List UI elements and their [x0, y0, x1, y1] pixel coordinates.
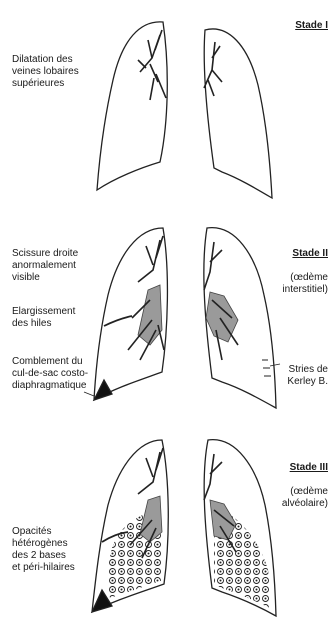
stage3-lungs: [92, 440, 276, 616]
stage2-label-comblement: Comblement du cul-de-sac costo- diaphrag…: [12, 356, 88, 392]
stage2-subtitle: (œdème interstitiel): [282, 272, 328, 296]
stage2-title: Stade II: [282, 248, 328, 260]
stage3-right-hilum: [140, 496, 162, 542]
stage3-header: Stade III (œdème alvéolaire): [282, 450, 328, 522]
stage1-left-vessels: [204, 42, 222, 96]
stage2-label-scissure: Scissure droite anormalement visible: [12, 248, 78, 284]
stage3-costophrenic-angle: [92, 590, 112, 612]
stage2-costophrenic-angle: [94, 380, 112, 400]
stage2-left-hilum: [206, 292, 238, 342]
stage2-right-fissure: [104, 316, 132, 326]
stage3-label-opacites: Opacités hétérogènes des 2 bases et péri…: [12, 526, 75, 574]
stage1-label-dilatation: Dilatation des veines lobaires supérieur…: [12, 54, 79, 90]
stage2-label-kerley: Stries de Kerley B.: [287, 364, 328, 388]
stage2-right-hilum: [138, 285, 162, 345]
stage2-lungs: [94, 228, 276, 408]
stage2-kerley-lines: [262, 360, 271, 376]
stage3-title: Stade III: [282, 462, 328, 474]
stage2-header: Stade II (œdème interstitiel): [282, 236, 328, 308]
stage1-header: Stade I: [295, 8, 328, 32]
stage3-subtitle: (œdème alvéolaire): [282, 486, 328, 510]
stage1-lungs: [97, 22, 272, 198]
stage1-title: Stade I: [295, 20, 328, 31]
stage1-right-vessels: [138, 30, 166, 100]
stage2-label-hiles: Elargissement des hiles: [12, 306, 75, 330]
